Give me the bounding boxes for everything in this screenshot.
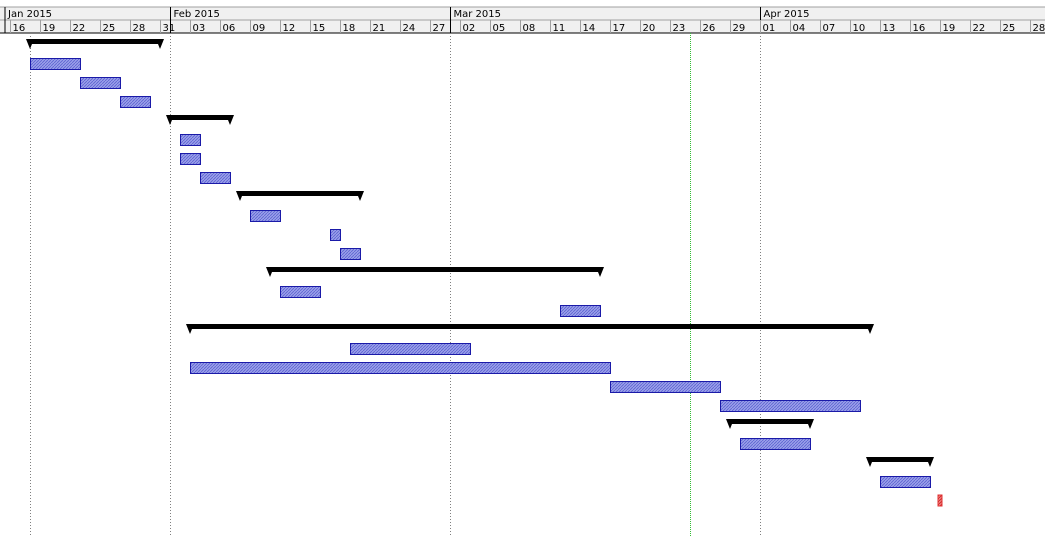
day-tick-label: 08	[523, 23, 536, 34]
summary-bar	[870, 457, 930, 462]
summary-start-cap	[166, 115, 174, 125]
day-tick-label: 26	[703, 23, 716, 34]
summary-end-cap	[806, 419, 814, 429]
day-tick-label: 02	[463, 23, 476, 34]
summary-end-cap	[866, 324, 874, 334]
task-bar	[120, 96, 151, 108]
day-tick-label: 07	[823, 23, 836, 34]
task-bar	[340, 248, 361, 260]
task-bar	[190, 362, 611, 374]
summary-start-cap	[186, 324, 194, 334]
summary-bar	[170, 115, 230, 120]
task-bar	[200, 172, 231, 184]
day-tick-label: 13	[883, 23, 896, 34]
gridlines	[30, 33, 761, 536]
summary-start-cap	[236, 191, 244, 201]
task-bar	[180, 134, 201, 146]
day-tick-label: 19	[943, 23, 956, 34]
day-tick-label: 18	[343, 23, 356, 34]
task-bar	[180, 153, 201, 165]
summary-bar	[190, 324, 870, 329]
task-bar	[330, 229, 341, 241]
month-label: Mar 2015	[454, 9, 502, 20]
day-tick-label: 05	[493, 23, 506, 34]
month-label: Apr 2015	[764, 9, 810, 20]
day-tick-label: 28	[133, 23, 146, 34]
task-bar	[250, 210, 281, 222]
task-bar	[880, 476, 931, 488]
summary-end-cap	[926, 457, 934, 467]
day-tick-label: 25	[103, 23, 116, 34]
day-tick-label: 06	[223, 23, 236, 34]
summary-end-cap	[596, 267, 604, 277]
timeline-header: Jan 2015 Feb 2015 Mar 2015 Apr 2015 16 19 22 25…	[0, 0, 1045, 34]
day-tick-label: 16	[913, 23, 926, 34]
day-tick-label: 15	[313, 23, 326, 34]
month-label: Jan 2015	[7, 9, 52, 20]
month-label: Feb 2015	[174, 9, 220, 20]
day-tick-label: 16	[13, 23, 26, 34]
day-tick-label: 14	[583, 23, 596, 34]
task-bar	[80, 77, 121, 89]
day-tick-label: 03	[193, 23, 206, 34]
day-tick-label: 22	[973, 23, 986, 34]
summary-start-cap	[726, 419, 734, 429]
day-tick-label: 22	[73, 23, 86, 34]
summary-start-cap	[866, 457, 874, 467]
day-tick-label: 01	[763, 23, 776, 34]
day-tick-label: 17	[613, 23, 626, 34]
milestone-marker	[937, 494, 943, 507]
day-tick-label: 23	[673, 23, 686, 34]
day-tick-label: 25	[1003, 23, 1016, 34]
task-bar	[350, 343, 471, 355]
task-bar	[610, 381, 721, 393]
summary-end-cap	[356, 191, 364, 201]
day-tick-label: 29	[733, 23, 746, 34]
summary-bar	[270, 267, 600, 272]
summary-start-cap	[26, 39, 34, 49]
day-tick-label: 27	[433, 23, 446, 34]
task-bar	[280, 286, 321, 298]
day-tick-label: 11	[553, 23, 566, 34]
summary-bar	[30, 39, 160, 44]
summary-bar	[730, 419, 810, 424]
summary-start-cap	[266, 267, 274, 277]
day-tick-label: 19	[43, 23, 56, 34]
summary-end-cap	[156, 39, 164, 49]
day-tick-label: 21	[373, 23, 386, 34]
summary-bar	[240, 191, 360, 196]
day-tick-label: 10	[853, 23, 866, 34]
day-tick-label: 28	[1033, 23, 1045, 34]
day-tick-label: 20	[643, 23, 656, 34]
task-bar	[560, 305, 601, 317]
day-tick-label: 12	[283, 23, 296, 34]
day-tick-label: 09	[253, 23, 266, 34]
day-tick-label: 31	[163, 23, 176, 34]
day-tick-label: 04	[793, 23, 806, 34]
task-bars	[26, 39, 943, 507]
summary-end-cap	[226, 115, 234, 125]
task-bar	[740, 438, 811, 450]
day-tick-label: 24	[403, 23, 416, 34]
task-bar	[720, 400, 861, 412]
task-bar	[30, 58, 81, 70]
